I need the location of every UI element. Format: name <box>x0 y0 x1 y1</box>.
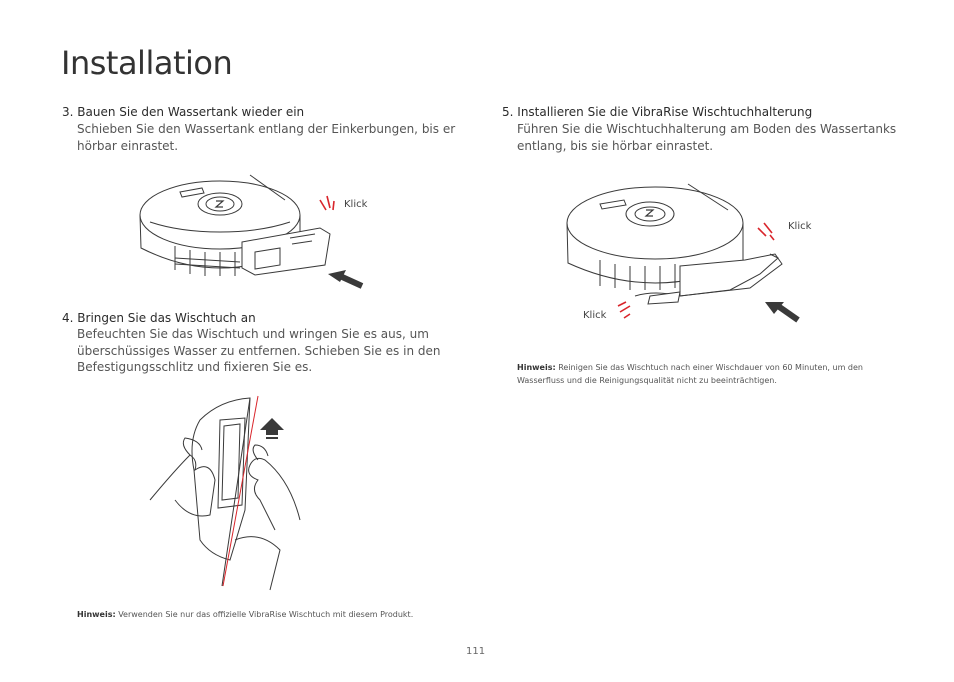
step-4-body-line: Befestigungsschlitz und fixieren Sie es. <box>77 360 313 374</box>
direction-arrow-icon <box>260 418 284 439</box>
step-4-body: Befeuchten Sie das Wischtuch und wringen… <box>77 326 440 376</box>
step-3-body-line: Schieben Sie den Wassertank entlang der … <box>77 122 456 136</box>
note-label: Hinweis: <box>77 610 116 619</box>
direction-arrow-icon <box>765 302 800 323</box>
note-label: Hinweis: <box>517 363 556 372</box>
mop-cloth-illustration <box>149 395 301 591</box>
click-mark-icon <box>617 301 631 319</box>
step-5-body-line: Führen Sie die Wischtuchhalterung am Bod… <box>517 122 897 136</box>
click-mark-icon <box>319 195 335 211</box>
step-4-body-line: überschüssiges Wasser zu entfernen. Schi… <box>77 343 441 358</box>
klick-callout: Klick <box>788 221 812 232</box>
step-4-note: Hinweis: Verwenden Sie nur das offiziell… <box>77 608 413 621</box>
klick-callout: Klick <box>344 199 368 210</box>
page-title: Installation <box>61 44 233 82</box>
note-text: Wasserfluss und die Reinigungsqualität n… <box>517 376 777 385</box>
step-3-body: Schieben Sie den Wassertank entlang der … <box>77 121 455 154</box>
robot-mop-mount-illustration <box>566 183 800 323</box>
step-5-title: Installieren Sie die VibraRise Wischtuch… <box>517 105 813 119</box>
step-5-heading: 5. Installieren Sie die VibraRise Wischt… <box>502 104 812 120</box>
page-number: 111 <box>466 646 486 657</box>
step-4-title: Bringen Sie das Wischtuch an <box>77 311 256 325</box>
klick-callout: Klick <box>583 310 607 321</box>
step-5-body: Führen Sie die Wischtuchhalterung am Bod… <box>517 121 896 154</box>
step-3-heading: 3. Bauen Sie den Wassertank wieder ein <box>62 104 304 120</box>
step-5-number: 5. <box>502 105 514 119</box>
step-3-number: 3. <box>62 105 74 119</box>
step-4-body-line: Befeuchten Sie das Wischtuch und wringen… <box>77 327 429 341</box>
note-text: Reinigen Sie das Wischtuch nach einer Wi… <box>558 363 863 372</box>
click-mark-icon <box>757 222 775 241</box>
step-4-heading: 4. Bringen Sie das Wischtuch an <box>62 310 256 326</box>
step-4-number: 4. <box>62 311 74 325</box>
direction-arrow-icon <box>328 270 364 289</box>
step-5-note: Hinweis: Reinigen Sie das Wischtuch nach… <box>517 361 863 387</box>
step-5-body-line: entlang, bis sie hörbar einrastet. <box>517 138 714 153</box>
step-3-body-line: hörbar einrastet. <box>77 138 179 153</box>
step-3-title: Bauen Sie den Wassertank wieder ein <box>77 105 305 119</box>
robot-water-tank-illustration <box>139 174 364 289</box>
note-text: Verwenden Sie nur das offizielle VibraRi… <box>118 610 414 619</box>
